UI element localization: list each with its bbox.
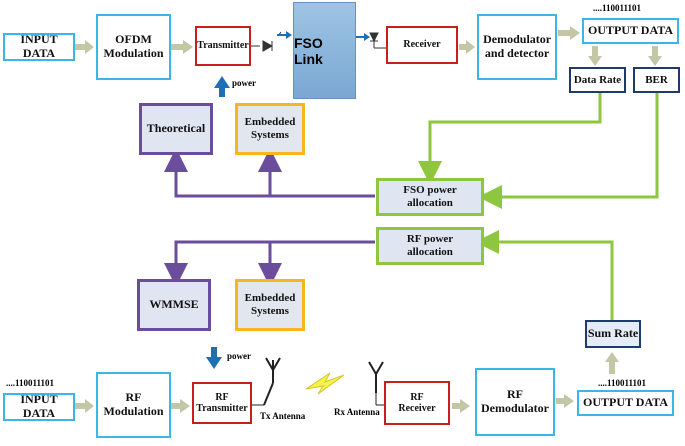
rx-antenna-icon bbox=[368, 361, 384, 406]
laser-diode-icon bbox=[262, 40, 274, 52]
rf-transmitter-box: RF Transmitter bbox=[192, 382, 252, 424]
fso-link-block: FSO Link bbox=[293, 2, 356, 99]
antennas bbox=[252, 357, 384, 406]
flow-arrows-bottom bbox=[75, 352, 619, 413]
photodiode-icon bbox=[369, 32, 379, 43]
fso-output-data-box: OUTPUT DATA bbox=[582, 18, 679, 44]
arrow-rf-demodulator-to-output bbox=[556, 394, 574, 408]
flow-arrows-top bbox=[75, 26, 662, 66]
sumrate-to-rf-power bbox=[475, 230, 614, 320]
arrow-input-to-ofdm bbox=[75, 40, 94, 54]
laser-beam-arrow-icon bbox=[277, 31, 292, 39]
embedded-systems-bottom-box: Embedded Systems bbox=[235, 279, 305, 331]
arrow-ofdm-to-transmitter bbox=[171, 40, 193, 54]
arrow-rf-receiver-to-demodulator bbox=[452, 399, 470, 413]
fso-input-data-box: INPUT DATA bbox=[3, 32, 75, 61]
datarate-to-fso-power bbox=[418, 93, 602, 185]
arrow-demodulator-to-output bbox=[558, 26, 580, 40]
receiver-box: Receiver bbox=[386, 26, 458, 64]
ofdm-modulation-box: OFDM Modulation bbox=[96, 14, 171, 80]
photodiode-beam-arrow-icon bbox=[356, 33, 370, 41]
rf-power-to-wmmse bbox=[164, 240, 375, 287]
tx-antenna-label: Tx Antenna bbox=[260, 411, 306, 421]
demodulator-detector-box: Demodulator and detector bbox=[477, 14, 557, 80]
arrow-rf-modulation-to-transmitter bbox=[171, 399, 190, 413]
rf-modulation-box: RF Modulation bbox=[96, 372, 171, 438]
green-feedback-lines bbox=[418, 93, 659, 320]
data-rate-box: Data Rate bbox=[569, 67, 626, 93]
fso-power-label: power bbox=[232, 78, 256, 88]
rf-input-data-box: INPUT DATA bbox=[3, 392, 75, 421]
rf-receiver-box: RF Receiver bbox=[384, 381, 450, 425]
sum-rate-box: Sum Rate bbox=[585, 320, 641, 348]
arrow-receiver-to-demodulator bbox=[459, 40, 475, 54]
rf-output-bits: ....110011101 bbox=[598, 378, 647, 388]
arrow-output-to-datarate bbox=[588, 46, 602, 66]
power-arrow-down-icon bbox=[206, 347, 222, 369]
rf-output-data-box: OUTPUT DATA bbox=[577, 390, 674, 416]
wmmse-box: WMMSE bbox=[137, 279, 211, 331]
ber-to-fso-power bbox=[478, 93, 659, 209]
arrow-rf-input-to-modulation bbox=[75, 399, 94, 413]
rf-power-label: power bbox=[227, 351, 251, 361]
rf-power-allocation-box: RF power allocation bbox=[376, 227, 484, 265]
embedded-systems-top-box: Embedded Systems bbox=[235, 103, 305, 155]
arrow-output-to-ber bbox=[648, 46, 662, 66]
transmitter-box: Transmitter bbox=[195, 26, 251, 66]
power-arrows bbox=[206, 76, 230, 369]
wireless-link-lightning-icon bbox=[305, 372, 345, 395]
rf-demodulator-box: RF Demodulator bbox=[475, 368, 555, 436]
ber-box: BER bbox=[633, 67, 680, 93]
arrow-output-to-sumrate bbox=[605, 352, 619, 374]
fso-optical-links bbox=[250, 31, 386, 52]
rx-antenna-label: Rx Antenna bbox=[334, 407, 380, 417]
tx-antenna-icon bbox=[252, 357, 281, 406]
power-arrow-up-icon bbox=[214, 76, 230, 97]
rf-input-bits: ....110011101 bbox=[6, 378, 55, 388]
fso-output-bits: ....110011101 bbox=[593, 3, 642, 13]
purple-connector-lines bbox=[164, 148, 375, 287]
fso-power-allocation-box: FSO power allocation bbox=[376, 178, 484, 216]
theoretical-box: Theoretical bbox=[139, 103, 213, 155]
fso-power-to-theoretical bbox=[164, 148, 375, 198]
